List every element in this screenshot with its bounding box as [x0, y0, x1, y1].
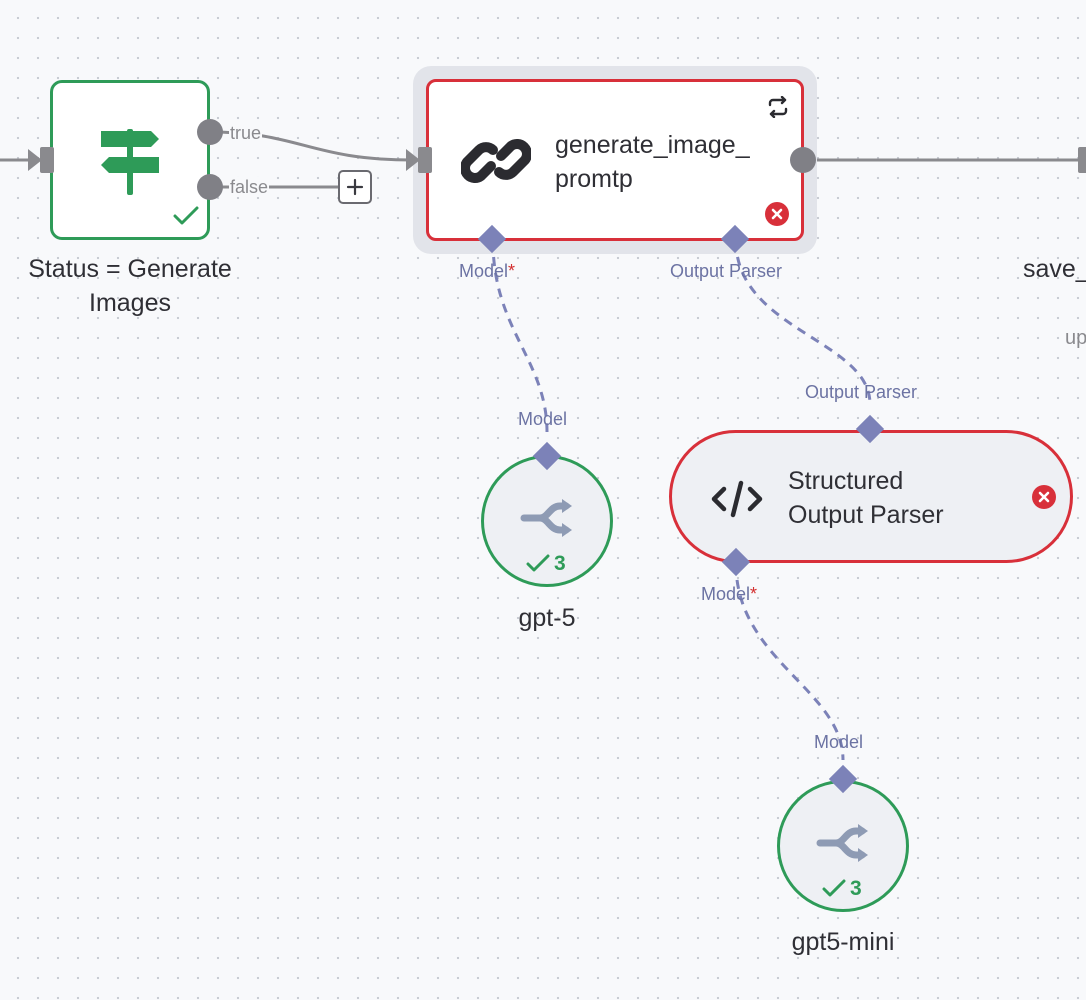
model-route-icon	[520, 499, 572, 537]
success-check-icon	[526, 554, 550, 572]
edge-model-gpt5mini	[734, 563, 845, 761]
gpt5-mini-node[interactable]: 3	[777, 780, 909, 912]
structured-output-parser-node[interactable]: Structured Output Parser	[669, 430, 1073, 563]
chain-parser-handle-label: Output Parser	[670, 261, 783, 281]
save-node-sublabel: up	[1065, 327, 1086, 349]
chain-input-handle[interactable]	[418, 147, 432, 173]
success-check-icon	[822, 879, 846, 897]
chain-title-line2: promtp	[555, 165, 633, 193]
false-output-label: false	[229, 177, 270, 197]
parser-title-line1: Structured	[788, 467, 904, 495]
parser-node-title: Structured Output Parser	[788, 464, 944, 532]
parser-model-handle-label: Model*	[701, 584, 757, 604]
gpt5-node-label: gpt-5	[518, 604, 576, 632]
arrow-right-icon	[406, 149, 420, 171]
required-marker: *	[750, 584, 758, 604]
required-marker: *	[508, 261, 516, 281]
if-input-handle[interactable]	[40, 147, 54, 173]
gpt5-handle-label: Model	[518, 409, 568, 429]
plus-icon	[346, 178, 364, 196]
code-icon	[711, 480, 763, 518]
signpost-icon	[101, 129, 159, 195]
save-node-input-handle[interactable]	[1078, 147, 1086, 173]
save-node-label: save_	[1023, 255, 1086, 283]
if-node-label-line1: Status = Generate	[28, 255, 232, 283]
success-check-icon	[173, 206, 199, 225]
parser-top-handle-label: Output Parser	[805, 382, 918, 402]
gpt5-run-count: 3	[554, 552, 566, 575]
chain-output-handle[interactable]	[790, 147, 816, 173]
error-icon	[765, 202, 789, 226]
parser-model-label-text: Model	[701, 584, 751, 604]
if-true-handle[interactable]	[197, 119, 223, 145]
if-node-label: Status = Generate Images	[0, 252, 260, 320]
gpt5mini-handle-label: Model	[814, 732, 864, 752]
chain-node-title: generate_image_ promtp	[555, 128, 750, 196]
edge-parser	[734, 240, 872, 405]
gpt5-node[interactable]: 3	[481, 455, 613, 587]
error-icon	[1032, 485, 1056, 509]
gpt5mini-run-count: 3	[850, 877, 862, 900]
add-node-button[interactable]	[338, 170, 372, 204]
repeat-icon	[768, 96, 788, 118]
if-false-handle[interactable]	[197, 174, 223, 200]
arrow-right-icon	[28, 149, 42, 171]
chain-node[interactable]: generate_image_ promtp	[426, 79, 804, 241]
gpt5mini-node-label: gpt5-mini	[791, 928, 895, 956]
true-output-label: true	[229, 123, 263, 143]
chain-model-handle-label: Model*	[459, 261, 515, 281]
chain-model-label-text: Model	[459, 261, 509, 281]
if-node-label-line2: Images	[89, 289, 171, 317]
if-node[interactable]	[50, 80, 210, 240]
link-icon	[461, 139, 531, 183]
model-route-icon	[816, 824, 868, 862]
chain-title-line1: generate_image_	[555, 131, 750, 159]
parser-title-line2: Output Parser	[788, 501, 944, 529]
